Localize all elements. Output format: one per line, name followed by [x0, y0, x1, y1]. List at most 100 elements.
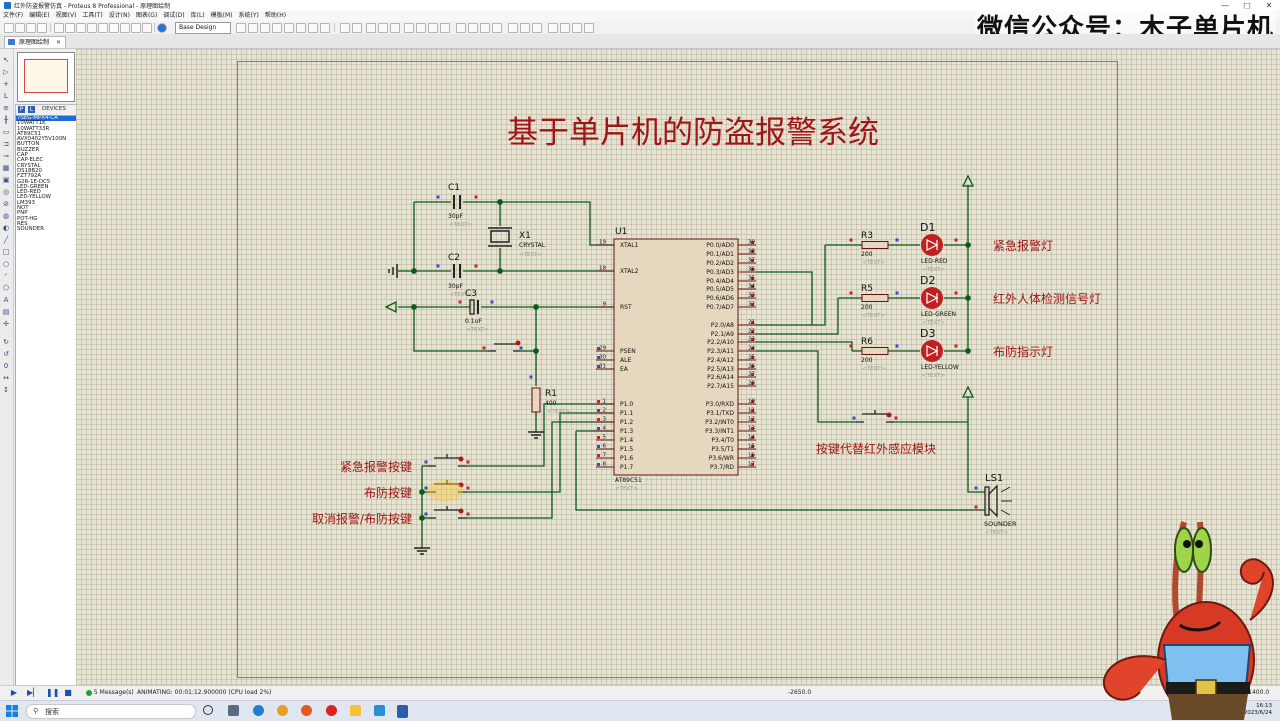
device-list-item[interactable]: BUTTON	[17, 141, 40, 148]
maximize-button[interactable]: □	[1243, 1, 1251, 10]
2d-box-icon[interactable]: □	[2, 248, 10, 256]
cortana-icon[interactable]	[203, 705, 213, 715]
block-move-icon[interactable]	[416, 23, 426, 33]
design-select[interactable]: Base Design	[175, 22, 231, 34]
origin-icon[interactable]	[260, 23, 270, 33]
menu-help[interactable]: 帮助(H)	[264, 12, 287, 19]
step-icon[interactable]: ▶▏	[27, 688, 40, 697]
zoom-area-icon[interactable]	[320, 23, 330, 33]
close-window-button[interactable]: ✕	[1265, 1, 1273, 10]
device-list-item[interactable]: AVX0402Y5V100N	[17, 136, 67, 143]
device-list-item[interactable]: SOUNDER	[17, 226, 44, 233]
vsm-icon[interactable]	[131, 23, 141, 33]
menu-view[interactable]: 视图(V)	[55, 12, 77, 19]
device-list-item[interactable]: POT-HG	[17, 215, 38, 222]
device-list-item[interactable]: BUZZER	[17, 146, 40, 153]
wire-label-icon[interactable]: L	[4, 92, 8, 100]
angle-field-icon[interactable]: 0	[3, 362, 9, 370]
device-list-item[interactable]: PNP	[17, 210, 28, 217]
undo-icon[interactable]	[340, 23, 350, 33]
device-list-item[interactable]: LED-YELLOW	[17, 194, 51, 201]
2d-path-icon[interactable]: ⬠	[2, 284, 10, 292]
edge-browser-icon[interactable]	[253, 705, 264, 716]
chrome-browser-icon[interactable]	[277, 705, 288, 716]
paste-icon[interactable]	[390, 23, 400, 33]
terminal-icon[interactable]: ⊐	[3, 140, 9, 148]
device-list-item[interactable]: NOT	[17, 205, 29, 212]
device-list-item[interactable]: CAP-ELEC	[17, 157, 44, 164]
tape-icon[interactable]: ▣	[2, 176, 10, 184]
voltage-probe-icon[interactable]: ⊘	[3, 200, 9, 208]
packaging-icon[interactable]	[480, 23, 490, 33]
overview-window[interactable]	[17, 52, 75, 102]
menu-debug[interactable]: 调试(D)	[163, 12, 185, 19]
rotate-cw-icon[interactable]: ↻	[3, 338, 9, 346]
zoom-out-icon[interactable]	[296, 23, 306, 33]
app-store-icon[interactable]	[374, 705, 385, 716]
copy-icon[interactable]	[378, 23, 388, 33]
import-icon[interactable]	[37, 23, 47, 33]
zoom-all-icon[interactable]	[308, 23, 318, 33]
2d-arc-icon[interactable]: ◜	[4, 272, 8, 280]
proteus-taskbar-icon[interactable]	[397, 705, 408, 716]
menu-graph[interactable]: 图表(G)	[135, 12, 158, 19]
netlist-icon[interactable]	[584, 23, 594, 33]
text-script-icon[interactable]: ≡	[3, 104, 9, 112]
2d-circle-icon[interactable]: ○	[2, 260, 10, 268]
save-icon[interactable]	[26, 23, 36, 33]
play-icon[interactable]: ▶	[10, 688, 18, 697]
taskbar-search[interactable]: ⚲ 搜索	[26, 704, 196, 719]
device-list-item[interactable]: CRYSTAL	[17, 162, 41, 169]
block-copy-icon[interactable]	[404, 23, 414, 33]
open-file-icon[interactable]	[15, 23, 25, 33]
pick-device-icon[interactable]	[456, 23, 466, 33]
exit-parent-icon[interactable]	[572, 23, 582, 33]
refresh-icon[interactable]	[236, 23, 246, 33]
minimize-button[interactable]: —	[1221, 1, 1229, 10]
menu-edit[interactable]: 编辑(E)	[29, 12, 50, 19]
property-tool-icon[interactable]	[532, 23, 542, 33]
device-list-item[interactable]: DS18B20	[17, 167, 42, 174]
help-icon[interactable]	[157, 23, 167, 33]
selection-mode-icon[interactable]: ↖	[3, 56, 9, 64]
2d-text-icon[interactable]: A	[3, 296, 9, 304]
menu-system[interactable]: 系统(Y)	[238, 12, 259, 19]
windows-start-icon[interactable]	[6, 705, 18, 717]
stop-icon[interactable]: ■	[64, 688, 72, 697]
search-component-icon[interactable]	[520, 23, 530, 33]
menu-tools[interactable]: 工具(T)	[82, 12, 103, 19]
device-list-item[interactable]: LED-GREEN	[17, 183, 49, 190]
tab-close-icon[interactable]: ✕	[55, 39, 61, 46]
schematic-icon[interactable]	[65, 23, 75, 33]
redo-icon[interactable]	[352, 23, 362, 33]
menu-file[interactable]: 文件(F)	[3, 12, 24, 19]
bom-icon[interactable]	[109, 23, 119, 33]
recorder-icon[interactable]	[326, 705, 337, 716]
library-manager-button[interactable]: L	[28, 106, 35, 113]
device-list-item[interactable]: LM393	[17, 199, 35, 206]
generator-icon[interactable]: ◎	[2, 188, 10, 196]
graph-icon[interactable]: ▦	[2, 164, 10, 172]
gerber-icon[interactable]	[98, 23, 108, 33]
device-list-item[interactable]: 10WATT1K	[17, 120, 46, 127]
menu-template[interactable]: 模板(M)	[210, 12, 233, 19]
home-icon[interactable]	[54, 23, 64, 33]
cut-icon[interactable]	[366, 23, 376, 33]
decompose-icon[interactable]	[492, 23, 502, 33]
pick-device-button[interactable]: P	[18, 106, 25, 113]
source-code-icon[interactable]	[120, 23, 130, 33]
make-device-icon[interactable]	[468, 23, 478, 33]
2d-marker-icon[interactable]: ✢	[3, 320, 9, 328]
new-sheet-icon[interactable]	[548, 23, 558, 33]
task-view-icon[interactable]	[228, 705, 239, 716]
component-mode-icon[interactable]: ▷	[3, 68, 9, 76]
3d-icon[interactable]	[87, 23, 97, 33]
device-list-item[interactable]: AT89C51	[17, 130, 42, 137]
pcb-icon[interactable]	[76, 23, 86, 33]
subcircuit-icon[interactable]: ▭	[2, 128, 10, 136]
zoom-in-icon[interactable]	[284, 23, 294, 33]
pause-icon[interactable]: ❚❚	[46, 688, 60, 697]
block-rotate-icon[interactable]	[428, 23, 438, 33]
